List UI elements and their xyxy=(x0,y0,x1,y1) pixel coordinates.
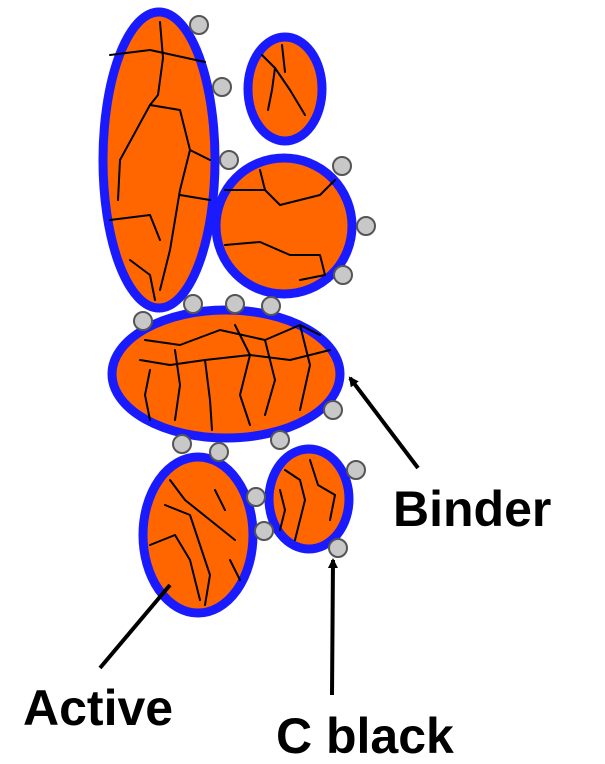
particle-body xyxy=(248,37,322,141)
carbon-black-particle xyxy=(247,488,265,506)
active-pointer-line xyxy=(100,585,170,668)
carbon-black-label: C black xyxy=(276,708,454,764)
carbon-black-particle xyxy=(347,461,365,479)
particle-body xyxy=(269,449,349,549)
carbon-black-particle xyxy=(324,401,342,419)
carbon-black-particle xyxy=(226,295,244,313)
carbon-black-particle xyxy=(255,522,273,540)
particle-body xyxy=(216,158,352,294)
carbon-black-particle xyxy=(271,431,289,449)
carbon-black-particle xyxy=(357,217,375,235)
carbon-black-particle xyxy=(213,78,231,96)
active-particle-5 xyxy=(143,457,253,613)
carbon-black-particle xyxy=(210,443,228,461)
carbon-black-particle xyxy=(220,151,238,169)
carbon-black-particle xyxy=(184,295,202,313)
carbon-black-particle xyxy=(334,266,352,284)
binder-arrow xyxy=(350,378,418,468)
carbon-black-particle xyxy=(134,312,152,330)
carbon-black-particle xyxy=(262,297,280,315)
active-particle-2 xyxy=(248,37,322,141)
carbon-black-particle xyxy=(333,157,351,175)
binder-label: Binder xyxy=(393,481,551,537)
active-particle-1 xyxy=(103,12,215,308)
active-particle-3 xyxy=(216,158,352,294)
carbon-black-particle xyxy=(329,539,347,557)
active-label: Active xyxy=(23,680,173,736)
carbon-black-particle xyxy=(173,435,191,453)
carbon-black-arrow xyxy=(332,560,333,695)
active-particle-6 xyxy=(269,449,349,549)
carbon-black-particle xyxy=(190,16,208,34)
